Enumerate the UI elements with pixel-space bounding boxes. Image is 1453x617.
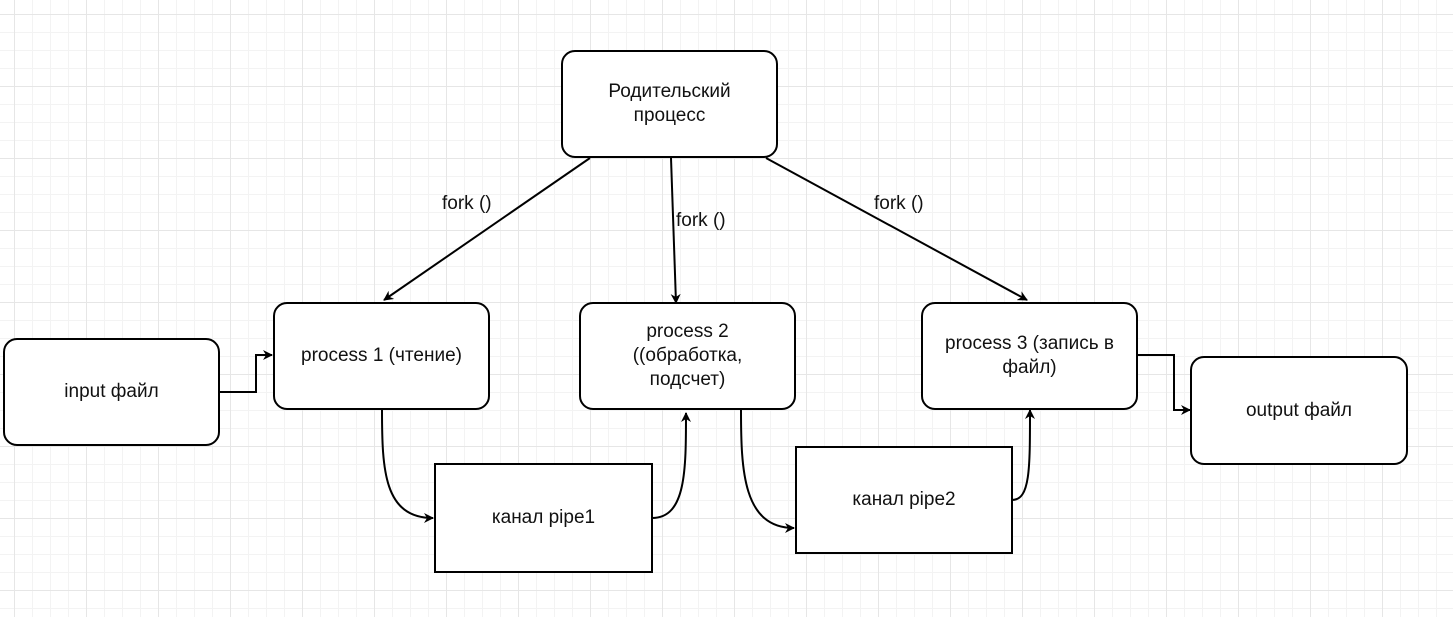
- fork-label-2: fork (): [676, 210, 726, 231]
- fork-arrow-process1: [383, 157, 591, 301]
- pipe2-label: канал pipe2: [852, 489, 956, 510]
- pipe1-node[interactable]: канал pipe1: [434, 463, 653, 573]
- arrow-process1-to-pipe1: [381, 409, 434, 523]
- arrow-process3-to-output: [1138, 354, 1191, 415]
- process3-label: process 3 (запись в файл): [945, 333, 1114, 378]
- output-file-node[interactable]: output файл: [1190, 356, 1408, 465]
- arrow-pipe2-to-process3: [1011, 409, 1035, 501]
- process1-label: process 1 (чтение): [301, 345, 462, 366]
- fork-arrow-process2: [670, 157, 681, 304]
- process3-node[interactable]: process 3 (запись в файл): [921, 302, 1138, 410]
- process1-node[interactable]: process 1 (чтение): [273, 302, 490, 410]
- fork-label-3: fork (): [874, 193, 924, 214]
- arrow-pipe1-to-process2: [651, 412, 691, 519]
- output-file-label: output файл: [1245, 399, 1352, 421]
- arrow-process2-to-pipe2: [740, 409, 795, 533]
- fork-label-1: fork (): [442, 193, 492, 214]
- parent-process-node[interactable]: Родительский процесс: [561, 50, 778, 158]
- input-file-node[interactable]: input файл: [3, 338, 220, 446]
- fork-arrow-process3: [765, 157, 1028, 301]
- input-file-label: input файл: [64, 381, 159, 402]
- parent-process-label: Родительский процесс: [608, 81, 731, 126]
- process2-node[interactable]: process 2 ((обработка, подсчет): [579, 302, 796, 410]
- pipe1-label: канал pipe1: [491, 507, 596, 528]
- arrow-input-to-process1: [219, 350, 273, 393]
- process2-label: process 2 ((обработка, подсчет): [632, 321, 743, 390]
- pipe2-node[interactable]: канал pipe2: [795, 446, 1013, 554]
